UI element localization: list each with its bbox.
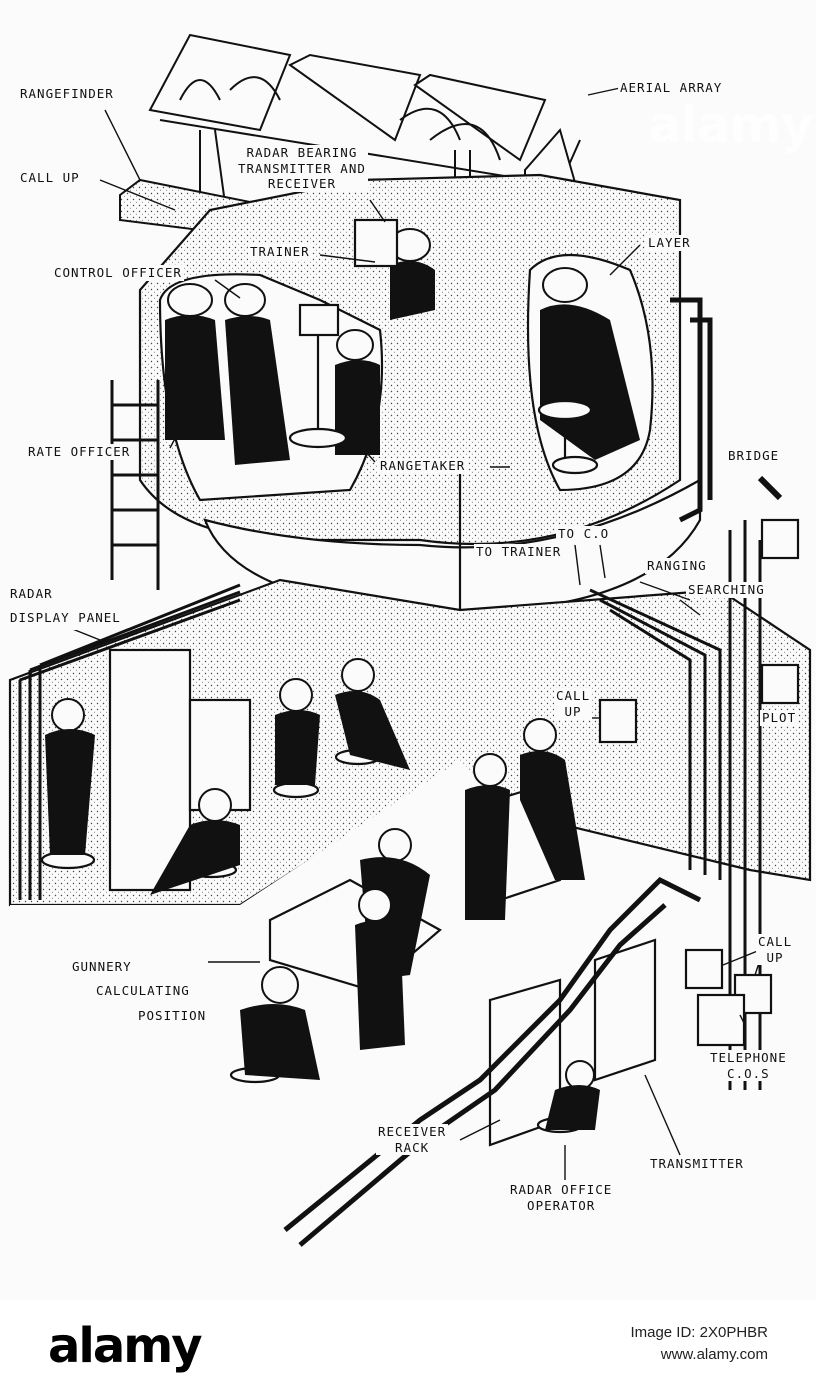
label-rangefinder: RANGEFINDER [18,86,116,102]
label-call-up-mid: CALL UP [554,688,593,720]
label-control-officer: CONTROL OFFICER [52,265,184,281]
label-aerial-array: AERIAL ARRAY [618,80,725,96]
watermark-meta: Image ID: 2X0PHBR www.alamy.com [630,1322,768,1366]
label-transmitter: TRANSMITTER [648,1156,746,1172]
label-telephone-cos: TELEPHONE C.O.S [708,1050,789,1082]
watermark-logo-bottom: alamy [48,1318,203,1374]
label-ranging: RANGING [645,558,709,574]
label-rate-officer: RATE OFFICER [26,444,133,460]
director-cabin [138,173,713,614]
label-plot: PLOT [760,710,799,726]
label-rangetaker: RANGETAKER [378,458,468,474]
label-bridge: BRIDGE [726,448,782,464]
radar-director-cutaway-illustration: RANGEFINDER AERIAL ARRAY CALL UP RADAR B… [8,33,813,1247]
label-radar-bearing: RADAR BEARING TRANSMITTER AND RECEIVER [236,145,368,192]
label-gunnery-calculating-position: GUNNERY CALCULATING POSITION [70,955,209,1029]
crew-figures-lower [45,658,600,1130]
label-searching: SEARCHING [686,582,767,598]
label-call-up-top: CALL UP [18,170,82,186]
label-to-co: TO C.O [556,526,612,542]
watermark-logo-top: alamy [648,96,813,154]
ladder [110,380,160,590]
watermark-footer-bar [0,1300,816,1390]
label-layer: LAYER [646,235,693,251]
label-to-trainer: TO TRAINER [474,544,564,560]
illustration-drawing [8,33,812,1247]
label-radar-office-operator: RADAR OFFICE OPERATOR [508,1182,615,1214]
label-radar-display-panel: RADAR DISPLAY PANEL [8,582,123,630]
label-trainer: TRAINER [248,244,312,260]
bridge-handset [757,475,783,501]
label-call-up-right: CALL UP [756,934,795,966]
site-url-text: www.alamy.com [660,1345,768,1363]
image-id-text: Image ID: 2X0PHBR [630,1324,768,1341]
leader-lines [69,87,761,1180]
label-receiver-rack: RECEIVER RACK [376,1124,449,1156]
